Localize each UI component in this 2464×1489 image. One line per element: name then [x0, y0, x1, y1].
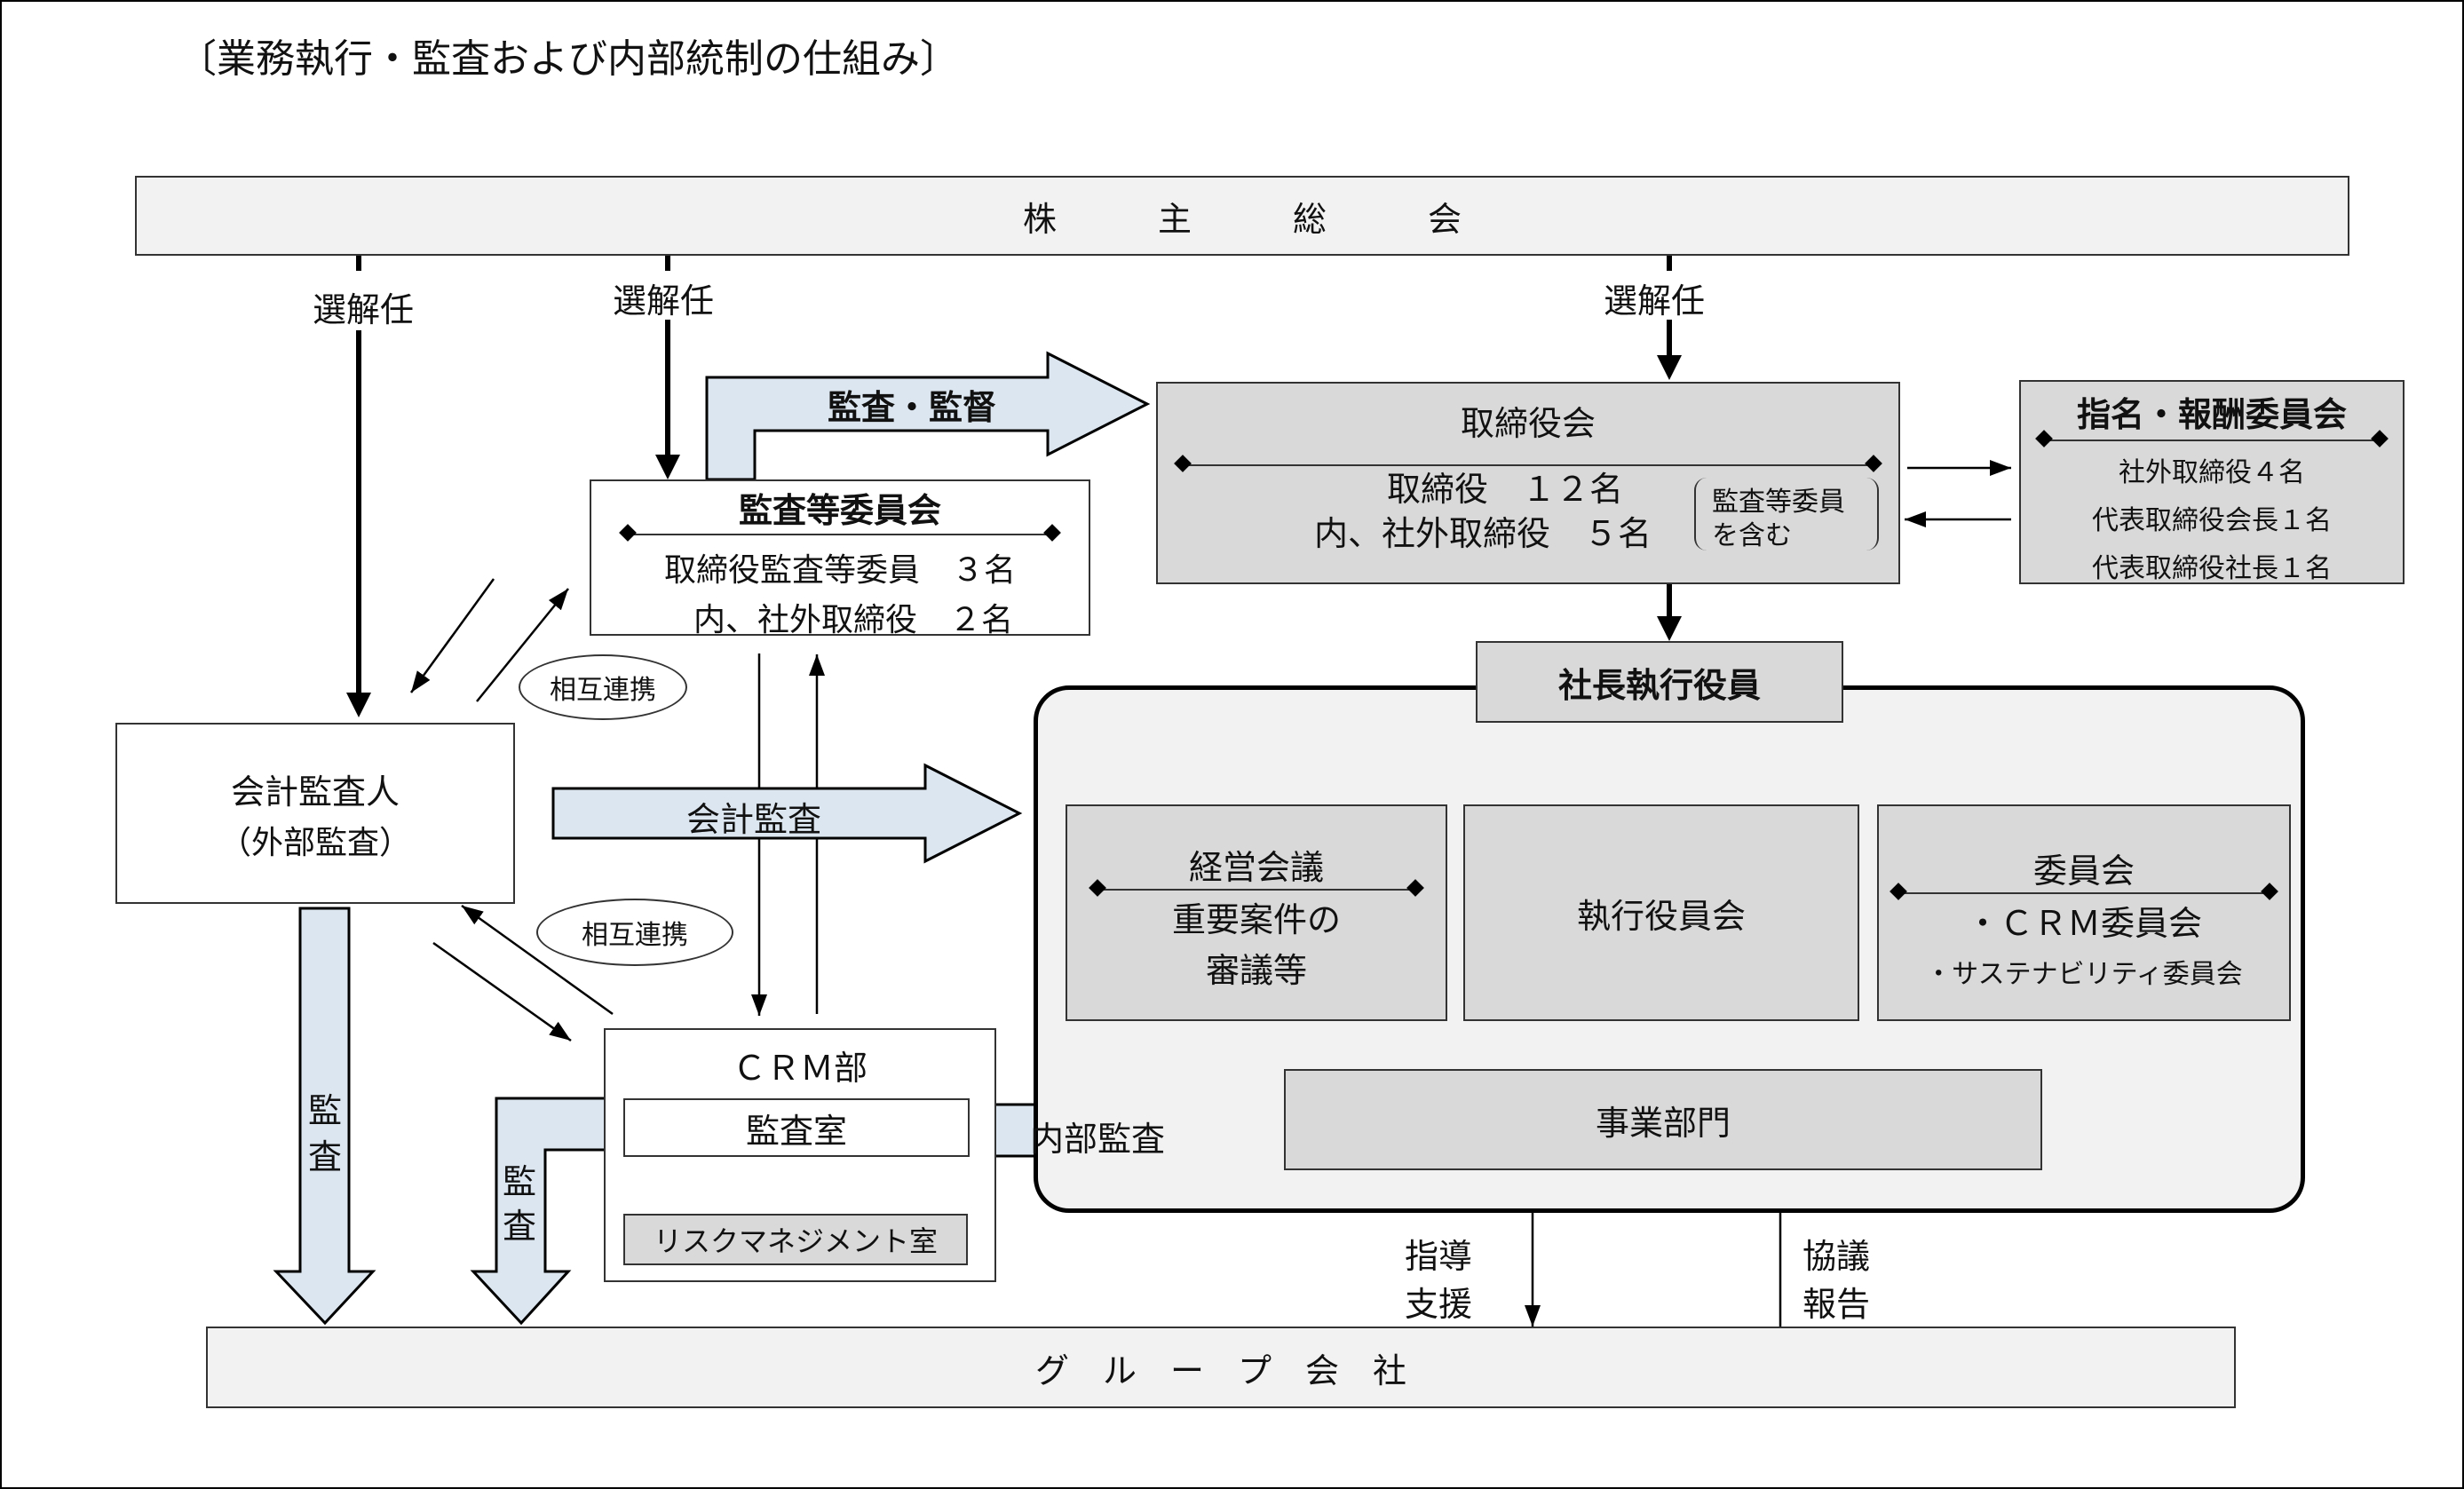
group-companies-label: グ ル ー プ 会 社 [1034, 1350, 1406, 1390]
board-line1: 取締役 １２名 [1387, 470, 1624, 509]
audit-committee-divider [619, 524, 1061, 542]
accounting-auditor: 会計監査人 （外部監査） [115, 723, 515, 904]
president-label: 社長執行役員 [1557, 664, 1761, 705]
elect-label-3: 選解任 [1604, 281, 1706, 321]
nomination-line3: 代表取締役社長１名 [2092, 553, 2332, 584]
accounting-auditor-line2: （外部監査） [218, 824, 411, 861]
president-executive-officer: 社長執行役員 [1476, 641, 1843, 723]
diamond-icon [1174, 455, 1192, 472]
audit-label-left-1: 監 [308, 1091, 343, 1130]
audit-label-left-2: 査 [308, 1137, 343, 1176]
risk-management-office: リスクマネジメント室 [623, 1214, 968, 1265]
diamond-icon [1890, 883, 1907, 900]
shareholders-meeting-label: 株 主 総 会 [1022, 199, 1462, 239]
audit-committee-line1: 取締役監査等委員 ３名 [663, 552, 1016, 589]
audit-committee: 監査等委員会 取締役監査等委員 ３名 内、社外取締役 ２名 [590, 479, 1090, 638]
board-note-bracket [1694, 478, 1879, 550]
risk-management-label: リスクマネジメント室 [653, 1224, 938, 1258]
elect-arrow-accounting [346, 256, 371, 717]
diamond-icon [1865, 455, 1882, 472]
committees-title: 委員会 [2032, 851, 2135, 891]
committees-line1: ・ＣＲＭ委員会 [1965, 904, 2202, 943]
committees: 委員会 ・ＣＲＭ委員会 ・サステナビリティ委員会 [1877, 804, 2291, 1021]
diamond-icon [2261, 883, 2278, 900]
nomination-title: 指名・報酬委員会 [2076, 395, 2347, 434]
mutual-cooperation-label: 相互連携 [582, 920, 688, 951]
mutual-cooperation-oval-2: 相互連携 [536, 899, 733, 966]
elect-arrow-board [1657, 256, 1682, 380]
management-meeting-divider [1089, 879, 1424, 897]
cooperation-arrow-down [409, 578, 495, 693]
elect-arrow-audit-committee [655, 256, 680, 479]
board-to-president-arrow [1657, 584, 1682, 641]
accounting-audit-label: 会計監査 [686, 800, 822, 839]
nomination-committee: 指名・報酬委員会 社外取締役４名 代表取締役会長１名 代表取締役社長１名 [2019, 380, 2405, 584]
accounting-auditor-line1: 会計監査人 [230, 772, 400, 812]
audit-office-label: 監査室 [745, 1111, 847, 1151]
shareholders-meeting: 株 主 総 会 [135, 176, 2349, 256]
diamond-icon [2035, 430, 2053, 447]
elect-label-1: 選解任 [313, 290, 415, 329]
board-note-line2: を含む [1712, 520, 1792, 551]
consultation-label-1: 協議 [1802, 1237, 1871, 1276]
management-meeting-line2: 審議等 [1205, 951, 1307, 990]
diamond-icon [1406, 879, 1424, 897]
management-meeting-line1: 重要案件の [1171, 900, 1341, 939]
diamond-icon [619, 524, 637, 542]
mutual-cooperation-oval-1: 相互連携 [519, 654, 687, 720]
business-division: 事業部門 [1284, 1069, 2042, 1170]
crm-title: ＣＲＭ部 [732, 1049, 868, 1088]
management-meeting: 経営会議 重要案件の 審議等 [1066, 804, 1447, 1021]
business-division-label: 事業部門 [1595, 1103, 1731, 1143]
audit-down-block-arrow-left [273, 907, 376, 1326]
audit-committee-title: 監査等委員会 [738, 490, 941, 530]
guidance-label-1: 指導 [1405, 1237, 1473, 1276]
executive-officers-label: 執行役員会 [1576, 896, 1746, 936]
cooperation-arrow-crm-up [461, 904, 614, 1016]
board-of-directors: 取締役会 [1156, 382, 1900, 584]
mutual-cooperation-label: 相互連携 [550, 675, 656, 706]
audit-label-crm-2: 査 [503, 1207, 537, 1246]
cooperation-arrow-up [476, 588, 569, 702]
audit-committee-line2: 内、社外取締役 ２名 [693, 602, 1013, 638]
guidance-label-2: 支援 [1405, 1285, 1473, 1324]
board-divider [1174, 455, 1882, 472]
board-note-line1: 監査等委員 [1712, 487, 1845, 518]
committees-line2: ・サステナビリティ委員会 [1925, 959, 2243, 990]
board-line2: 内、社外取締役 ５名 [1314, 514, 1652, 553]
diamond-icon [2371, 430, 2389, 447]
consultation-label-2: 報告 [1802, 1285, 1871, 1324]
audit-supervision-label: 監査・監督 [828, 388, 997, 427]
diamond-icon [1089, 879, 1106, 897]
elect-label-2: 選解任 [613, 281, 715, 321]
nomination-line2: 代表取締役会長１名 [2092, 505, 2332, 536]
nomination-line1: 社外取締役４名 [2119, 457, 2305, 488]
group-companies: グ ル ー プ 会 社 [206, 1327, 2236, 1408]
accounting-audit-block-arrow [551, 763, 1023, 864]
audit-office: 監査室 [623, 1098, 970, 1157]
committees-divider [1890, 883, 2278, 900]
internal-audit-label: 内部監査 [1030, 1120, 1166, 1159]
audit-label-crm-1: 監 [503, 1162, 537, 1201]
board-title: 取締役会 [1460, 404, 1596, 443]
nomination-divider [2035, 430, 2389, 447]
executive-officers-meeting: 執行役員会 [1463, 804, 1859, 1021]
diamond-icon [1043, 524, 1061, 542]
cooperation-arrow-crm-down [432, 941, 572, 1042]
management-meeting-title: 経営会議 [1188, 848, 1324, 887]
audit-down-block-arrow-crm [470, 1097, 611, 1326]
audit-supervision-block-arrow [705, 351, 1151, 481]
diagram-title: 〔業務執行・監査および内部統制の仕組み〕 [178, 36, 959, 82]
